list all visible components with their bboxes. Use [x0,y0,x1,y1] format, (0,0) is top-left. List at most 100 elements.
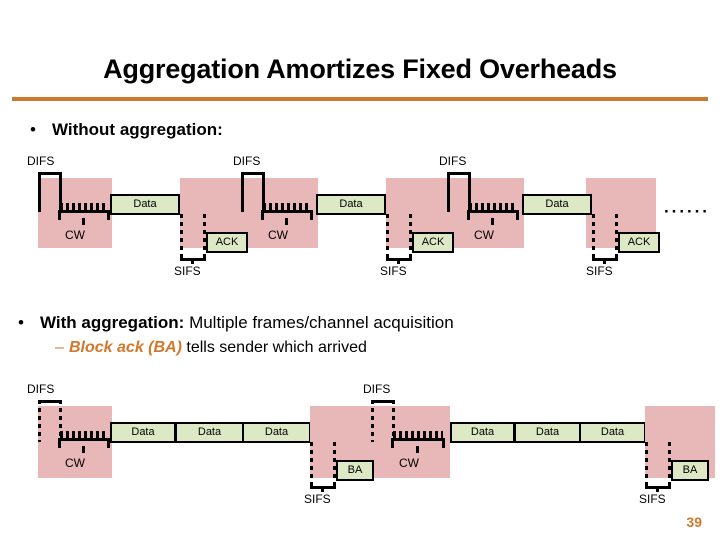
difs-label: DIFS [233,154,261,168]
data-frame: Data [176,422,243,443]
cw-line [261,210,313,213]
difs-bracket-top [38,172,62,175]
busy-medium-block [310,406,450,478]
data-frame: Data [243,422,310,443]
cw-tick [82,446,85,453]
contention-slots-icon [393,431,443,439]
difs-bracket-right [59,172,62,210]
cw-bracket-right [516,210,519,220]
busy-medium-block [386,178,524,248]
block-ack-frame: BA [336,460,374,481]
sifs-tick [397,258,400,264]
bullet-label: Without aggregation: [52,120,223,139]
cw-label: CW [268,228,288,242]
cw-label: CW [474,228,494,242]
sifs-dash-right [615,214,618,260]
contention-slots-icon [469,203,517,211]
cw-line [58,438,110,441]
sifs-dash-right [333,442,336,488]
sifs-tick [603,258,606,264]
contention-slots-icon [60,431,108,439]
block-ack-frame: BA [671,460,709,481]
difs-dash-left [38,400,41,442]
data-frame: Data [316,194,386,215]
sifs-tick [191,258,194,264]
sifs-tick [656,486,659,492]
sifs-dash-left [180,214,183,260]
cw-bracket-right [107,438,110,448]
bullet-marker-icon: • [30,120,36,139]
bullet-label-bold: With aggregation: [40,313,185,332]
cw-label: CW [399,456,419,470]
bullet-label-rest: Multiple frames/channel acquisition [184,313,454,332]
ack-frame: ACK [618,232,660,253]
bullet-without-aggregation: • Without aggregation: [30,120,223,140]
difs-label: DIFS [27,382,55,396]
busy-medium-block [38,406,112,478]
cw-bracket-right [310,210,313,220]
cw-tick [491,218,494,225]
continuation-ellipsis: ······ [664,202,710,221]
cw-bracket-left [467,210,470,220]
sifs-label: SIFS [304,492,331,506]
cw-bracket-left [261,210,264,220]
page-title: Aggregation Amortizes Fixed Overheads [103,54,617,84]
difs-dash-right [59,400,62,440]
sifs-dash-left [310,442,313,488]
page-number: 39 [686,514,702,530]
difs-bracket-top [371,400,395,403]
difs-bracket-left [38,172,41,212]
sifs-label: SIFS [586,264,613,278]
cw-line [58,210,110,213]
sifs-dash-left [592,214,595,260]
sifs-dash-right [409,214,412,260]
sifs-dash-left [386,214,389,260]
busy-medium-block [180,178,318,248]
cw-tick [416,446,419,453]
data-frame: Data [580,422,645,443]
data-frame: Data [522,194,592,215]
difs-label: DIFS [363,382,391,396]
contention-slots-icon [60,203,108,211]
data-frame: Data [515,422,580,443]
sifs-dash-left [645,442,648,488]
difs-bracket-top [241,172,265,175]
ack-frame: ACK [206,232,248,253]
cw-bracket-left [391,438,394,448]
data-frame: Data [110,422,176,443]
data-frame: Data [450,422,515,443]
difs-bracket-left [241,172,244,212]
sifs-label: SIFS [174,264,201,278]
cw-line [467,210,519,213]
sifs-tick [321,486,324,492]
sifs-label: SIFS [639,492,666,506]
bullet-with-aggregation: • With aggregation: Multiple frames/chann… [18,313,454,333]
difs-label: DIFS [439,154,467,168]
cw-label: CW [65,228,85,242]
sifs-label: SIFS [380,264,407,278]
difs-bracket-top [447,172,471,175]
cw-tick [82,218,85,225]
difs-label: DIFS [27,154,55,168]
sub-bullet-rest: tells sender which arrived [181,339,367,356]
sifs-dash-right [668,442,671,488]
cw-bracket-left [58,438,61,448]
difs-bracket-left [447,172,450,212]
difs-dash-right [392,400,395,440]
cw-label: CW [65,456,85,470]
ack-frame: ACK [412,232,454,253]
difs-bracket-top [38,400,62,403]
sub-bullet-marker-icon: – [55,339,64,356]
cw-bracket-left [58,210,61,220]
sifs-dash-right [203,214,206,260]
sub-bullet-block-ack: –Block ack (BA) tells sender which arriv… [55,339,367,357]
cw-bracket-right [107,210,110,220]
difs-bracket-right [262,172,265,210]
cw-tick [285,218,288,225]
contention-slots-icon [263,203,311,211]
cw-bracket-right [442,438,445,448]
bullet-marker-icon: • [18,313,24,332]
title-underline-rule [12,97,708,101]
block-ack-emphasis: Block ack (BA) [69,339,182,356]
busy-medium-block [38,178,112,248]
